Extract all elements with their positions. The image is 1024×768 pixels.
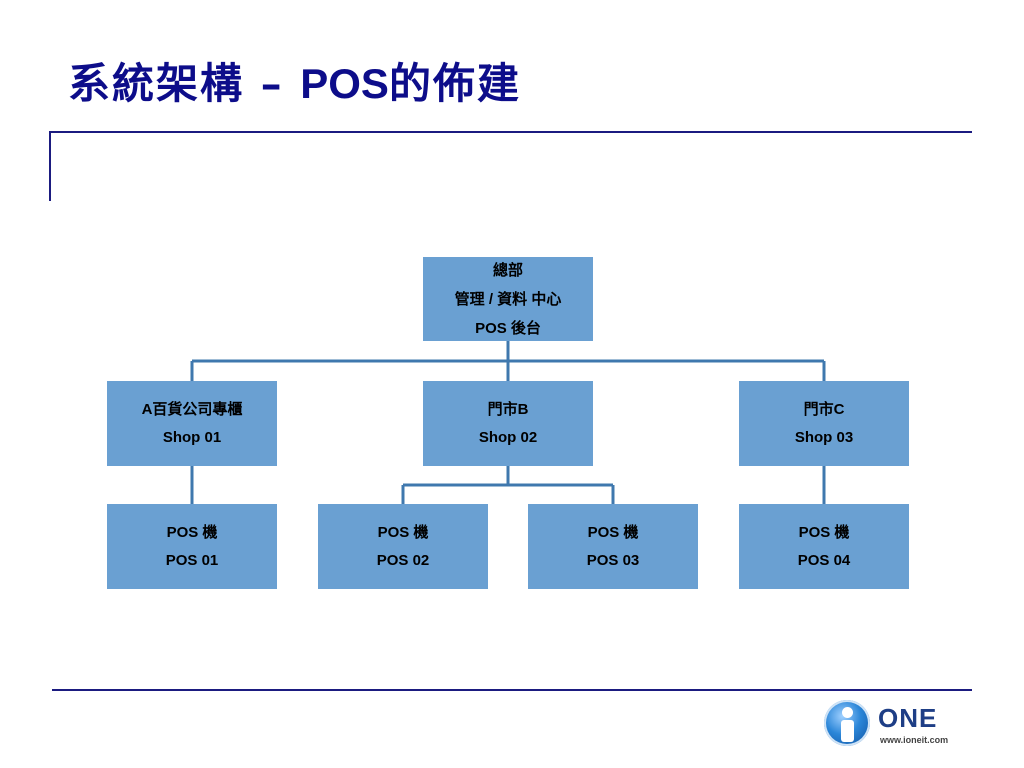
node-pos-02-code: POS 02 xyxy=(376,551,430,569)
node-shop-03-code: Shop 03 xyxy=(794,428,854,446)
node-pos-03: POS 機 POS 03 xyxy=(528,504,698,589)
node-shop-02-code: Shop 02 xyxy=(478,428,538,446)
title-prefix: 系統架構 – xyxy=(68,59,301,108)
node-pos-04-type: POS 機 xyxy=(798,523,850,541)
node-headquarters-line-3: POS 後台 xyxy=(475,319,541,337)
footer-rule xyxy=(52,689,972,691)
node-pos-01-code: POS 01 xyxy=(165,551,219,569)
node-shop-01-code: Shop 01 xyxy=(162,428,222,446)
slide-title: 系統架構 – POS的佈建 xyxy=(68,50,521,111)
node-shop-02-name: 門市B xyxy=(487,400,529,418)
title-left-rule xyxy=(49,131,51,201)
company-logo: ONE www.ioneit.com xyxy=(824,700,974,752)
node-pos-01-type: POS 機 xyxy=(166,523,218,541)
node-pos-03-type: POS 機 xyxy=(587,523,639,541)
node-shop-03: 門市C Shop 03 xyxy=(739,381,909,466)
title-latin: POS xyxy=(300,60,389,107)
logo-url: www.ioneit.com xyxy=(880,735,949,745)
node-pos-04-code: POS 04 xyxy=(797,551,851,569)
node-shop-03-name: 門市C xyxy=(803,400,845,418)
node-shop-02: 門市B Shop 02 xyxy=(423,381,593,466)
node-pos-02-type: POS 機 xyxy=(377,523,429,541)
node-pos-01: POS 機 POS 01 xyxy=(107,504,277,589)
node-shop-01-name: A百貨公司專櫃 xyxy=(141,400,243,418)
title-suffix: 的佈建 xyxy=(388,59,521,108)
node-pos-04: POS 機 POS 04 xyxy=(739,504,909,589)
node-shop-01: A百貨公司專櫃 Shop 01 xyxy=(107,381,277,466)
node-pos-02: POS 機 POS 02 xyxy=(318,504,488,589)
node-headquarters-line-1: 總部 xyxy=(492,261,523,279)
info-icon xyxy=(824,700,870,746)
node-headquarters: 總部 管理 / 資料 中心 POS 後台 xyxy=(423,257,593,341)
logo-wordmark: ONE xyxy=(878,703,938,733)
node-headquarters-line-2: 管理 / 資料 中心 xyxy=(454,290,562,308)
title-underline xyxy=(50,131,972,133)
node-pos-03-code: POS 03 xyxy=(586,551,640,569)
